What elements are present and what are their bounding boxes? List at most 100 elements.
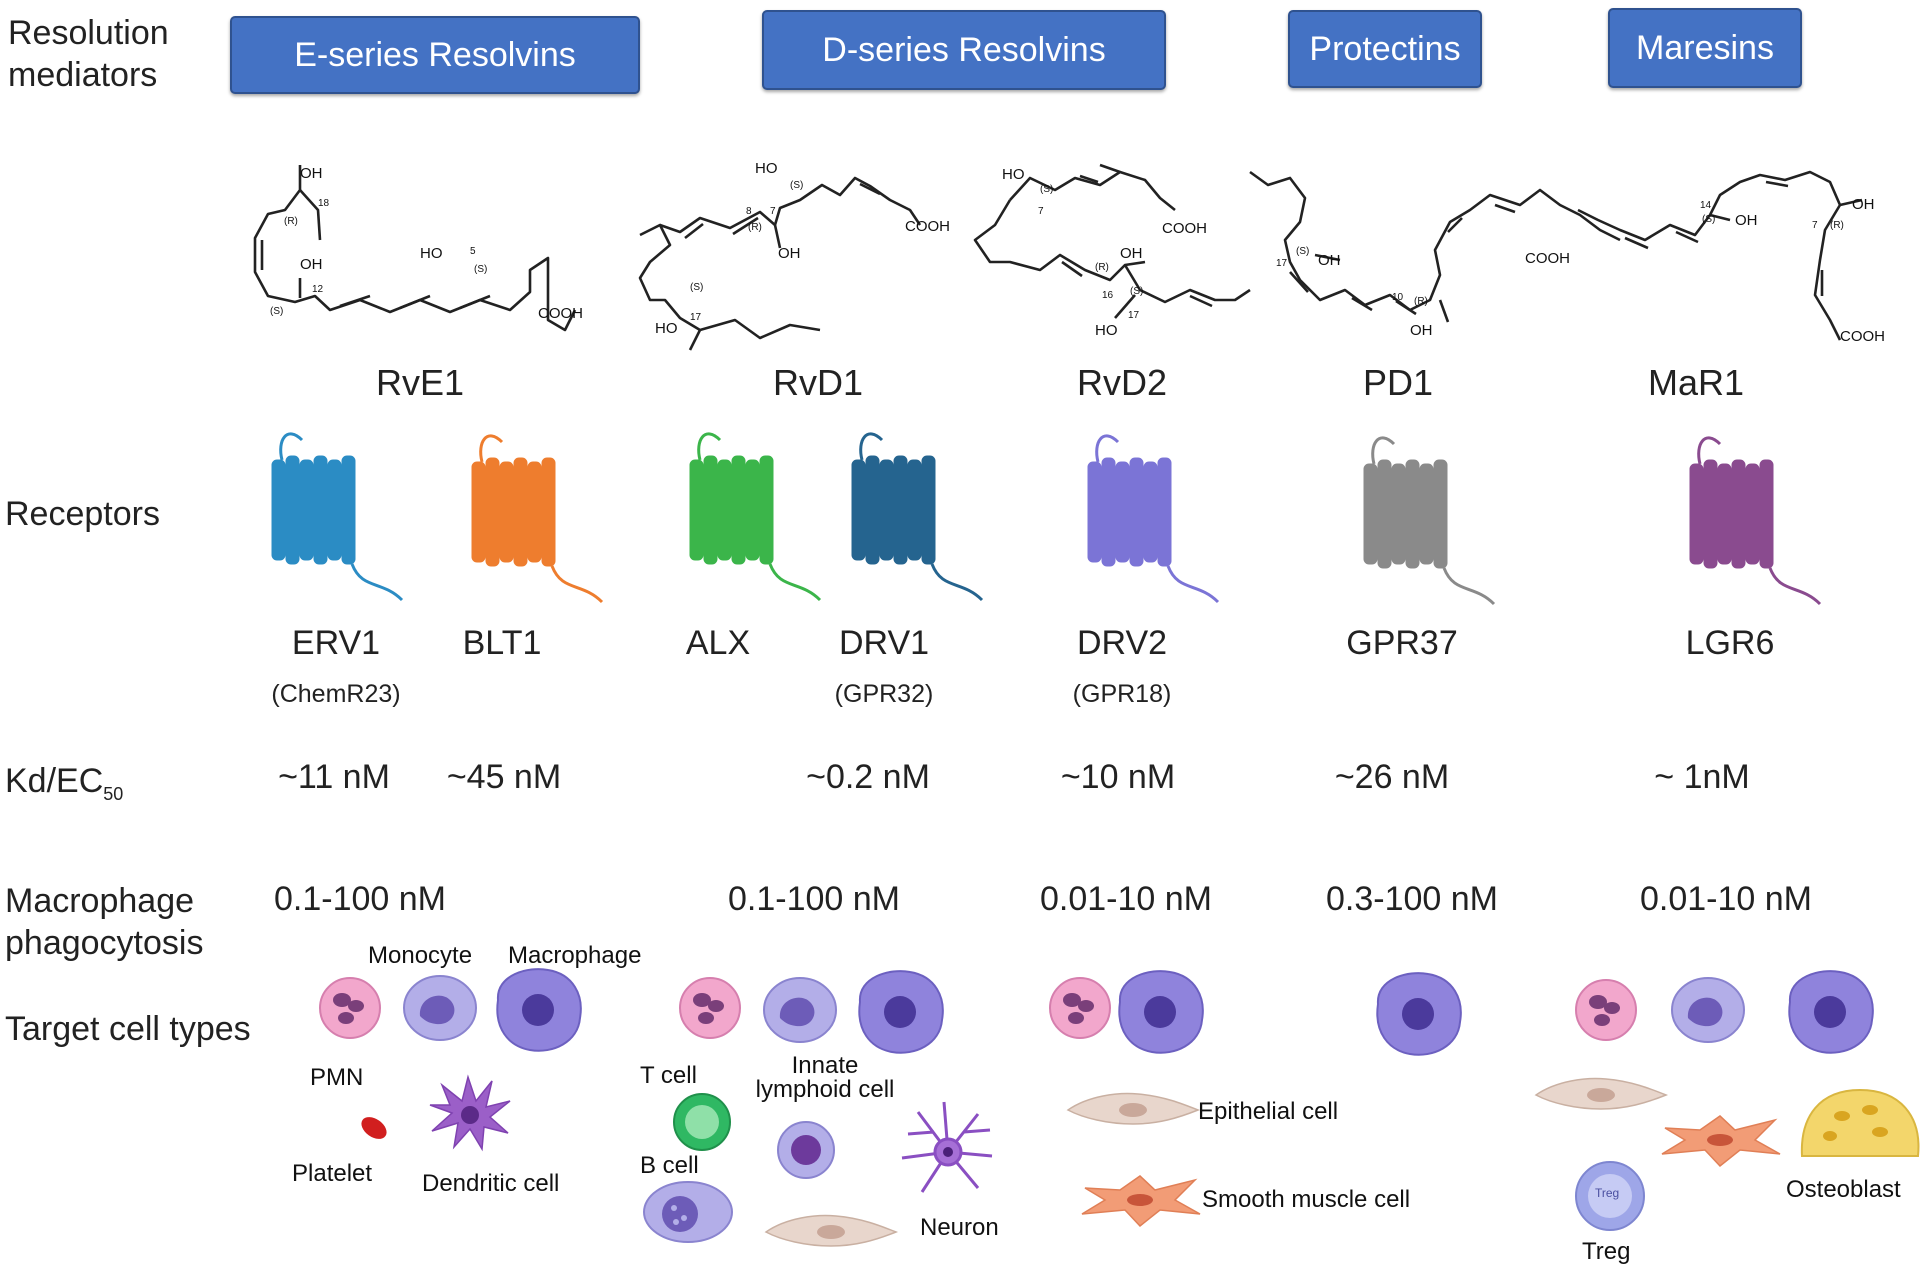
receptor-lgr6-name: LGR6 — [1685, 624, 1775, 662]
cell-label-macrophage: Macrophage — [508, 942, 642, 969]
rvd1-locant-17: 17 — [690, 312, 702, 323]
rvd1-stereo-s-bottom: (S) — [690, 282, 704, 293]
receptor-erv1-name: ERV1 — [291, 624, 381, 662]
mar1-structure — [1577, 170, 1863, 341]
cell-label-innate-lymphoid: Innate lymphoid cell — [755, 1052, 895, 1103]
phagocytosis-e-series: 0.1-100 nM — [274, 880, 446, 918]
innate-lymphoid-cell — [777, 1121, 835, 1179]
row-label-receptors: Receptors — [5, 495, 160, 533]
row-label-target-cell-types: Target cell types — [5, 1010, 251, 1048]
rve1-stereo-r: (R) — [284, 216, 298, 227]
rvd2-structure — [973, 163, 1251, 319]
kd-value-drv1: ~0.2 nM — [806, 758, 930, 796]
osteoblast-cell — [1800, 1088, 1920, 1157]
mar1-oh-left: OH — [1735, 212, 1758, 229]
rvd1-ho-top: HO — [755, 160, 778, 177]
treg-cell — [1575, 1161, 1645, 1231]
rvd1-ho-bottom: HO — [655, 320, 678, 337]
molecule-rvd2: RvD2 — [1076, 362, 1168, 403]
pd1-stereo-r: (R) — [1414, 296, 1428, 307]
rvd2-stereo-s-top: (S) — [1040, 184, 1054, 195]
kd-value-erv1: ~11 nM — [278, 758, 390, 796]
row-label-resolution-mediators: Resolution mediators — [8, 14, 169, 94]
row-label-kd-ec50: Kd/EC50 — [5, 760, 123, 815]
receptor-erv1-alias: (ChemR23) — [271, 680, 401, 708]
rvd2-stereo-r: (R) — [1095, 262, 1109, 273]
rvd1-locant-7: 7 — [770, 206, 776, 217]
header-protectins: Protectins — [1288, 10, 1482, 88]
b-cell — [643, 1181, 733, 1243]
cell-label-osteoblast: Osteoblast — [1786, 1176, 1901, 1203]
pd1-oh-left: OH — [1318, 252, 1341, 269]
phagocytosis-mar1: 0.01-10 nM — [1640, 880, 1812, 918]
rve1-cooh: COOH — [538, 305, 583, 322]
neuron-cell — [901, 1101, 993, 1193]
rvd2-oh: OH — [1120, 245, 1143, 262]
t-cell — [673, 1093, 731, 1151]
kd-value-blt1: ~45 nM — [446, 758, 562, 796]
rve1-stereo-s-12: (S) — [270, 306, 284, 317]
rve1-oh-mid: OH — [300, 256, 323, 273]
receptor-alx-name: ALX — [685, 624, 751, 662]
molecule-rve1: RvE1 — [375, 362, 465, 403]
pd1-oh-bottom: OH — [1410, 322, 1433, 339]
molecule-pd1: PD1 — [1362, 362, 1434, 403]
cell-label-b-cell: B cell — [640, 1152, 699, 1179]
kd-value-gpr37: ~26 nM — [1334, 758, 1450, 796]
rvd2-locant-16: 16 — [1102, 290, 1114, 301]
rvd1-stereo-s-top: (S) — [790, 180, 804, 191]
phagocytosis-rvd2: 0.01-10 nM — [1040, 880, 1212, 918]
rvd2-locant-17: 17 — [1128, 310, 1140, 321]
rvd2-ho-bottom: HO — [1095, 322, 1118, 339]
rvd2-stereo-s-bottom: (S) — [1130, 286, 1144, 297]
rvd1-stereo-r: (R) — [748, 222, 762, 233]
rve1-locant-18: 18 — [318, 198, 330, 209]
header-maresins: Maresins — [1608, 8, 1802, 88]
cell-label-dendritic: Dendritic cell — [422, 1170, 560, 1197]
rvd1-oh: OH — [778, 245, 801, 262]
pd1-locant-10: 10 — [1392, 292, 1404, 303]
phagocytosis-rvd1: 0.1-100 nM — [728, 880, 900, 918]
mar1-stereo-s: (S) — [1702, 214, 1716, 225]
pd1-structure — [1249, 170, 1621, 323]
cell-label-epithelial: Epithelial cell — [1198, 1098, 1339, 1125]
row-label-macrophage-phagocytosis: Macrophage phagocytosis — [5, 882, 204, 962]
kd-value-drv2: ~10 nM — [1060, 758, 1176, 796]
rve1-structure — [253, 165, 577, 332]
treg-badge: Treg — [1595, 1186, 1620, 1200]
receptor-drv1-name: DRV1 — [838, 624, 930, 662]
pd1-stereo-s: (S) — [1296, 246, 1310, 257]
rvd2-locant-7: 7 — [1038, 206, 1044, 217]
receptor-drv2-alias: (GPR18) — [1072, 680, 1172, 708]
rvd2-ho-top: HO — [1002, 166, 1025, 183]
receptor-drv2-name: DRV2 — [1076, 624, 1168, 662]
receptor-blt1-name: BLT1 — [462, 624, 542, 662]
receptor-drv1-alias: (GPR32) — [834, 680, 934, 708]
rve1-locant-5: 5 — [470, 246, 476, 257]
cell-label-platelet: Platelet — [292, 1160, 373, 1187]
mar1-locant-7: 7 — [1812, 220, 1818, 231]
kd-value-lgr6: ~ 1nM — [1654, 758, 1750, 796]
rvd1-structure — [638, 176, 922, 351]
cell-label-treg: Treg — [1582, 1238, 1631, 1265]
rve1-oh-top: OH — [300, 165, 323, 182]
mar1-oh-right: OH — [1852, 196, 1875, 213]
header-e-series-resolvins: E-series Resolvins — [230, 16, 640, 94]
cell-label-monocyte: Monocyte — [368, 942, 473, 969]
rvd1-locant-8: 8 — [746, 206, 752, 217]
rvd2-cooh: COOH — [1162, 220, 1207, 237]
phagocytosis-pd1: 0.3-100 nM — [1326, 880, 1498, 918]
molecule-mar1: MaR1 — [1647, 362, 1745, 403]
cell-label-neuron: Neuron — [920, 1214, 999, 1241]
cell-label-t-cell: T cell — [640, 1062, 697, 1089]
rve1-ho: HO — [420, 245, 443, 262]
cell-label-smooth-muscle: Smooth muscle cell — [1202, 1186, 1411, 1213]
rve1-stereo-s-5: (S) — [474, 264, 488, 275]
pd1-cooh: COOH — [1525, 250, 1570, 267]
cell-label-pmn: PMN — [310, 1064, 364, 1091]
receptor-gpr37-name: GPR37 — [1346, 624, 1458, 662]
dendritic-cell — [429, 1074, 511, 1152]
rvd1-cooh: COOH — [905, 218, 950, 235]
